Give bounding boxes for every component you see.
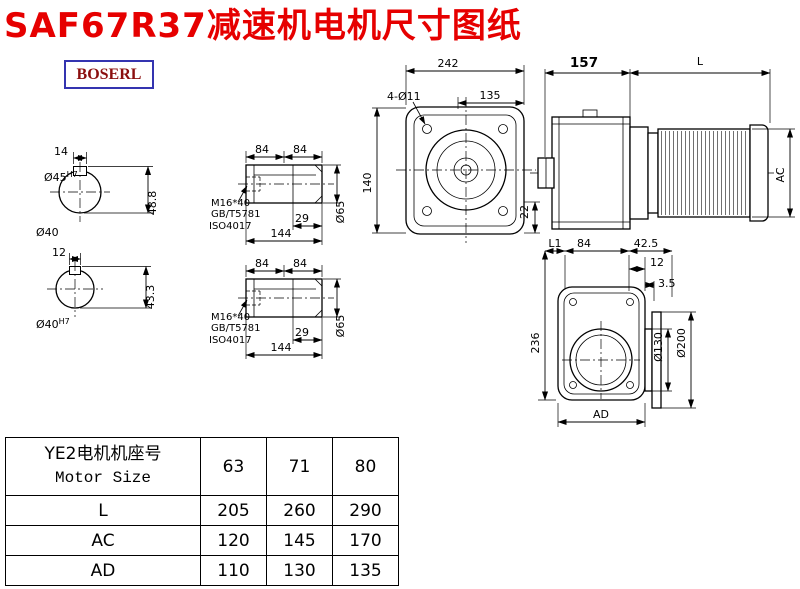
label-outer-dia-1: Ø40: [36, 226, 59, 239]
dim-rear-width: 84: [577, 237, 591, 250]
motor-size-label-en: Motor Size: [54, 469, 151, 488]
motor-dimension-table: YE2电机机座号 Motor Size 63 71 80 L 205 260 2…: [5, 437, 399, 586]
dim-bolt-circle: Ø130: [652, 332, 665, 362]
view-side: 157 L AC: [530, 55, 795, 230]
dim-seg2-2: 84: [293, 257, 307, 270]
view-rear: L1 84 42.5 12 3.5 236 Ø130 Ø200 AD: [529, 237, 696, 427]
value-AD-63: 110: [200, 555, 267, 586]
view-front: 242 135 4-Ø11 140 22: [361, 57, 540, 243]
table-header-row: YE2电机机座号 Motor Size 63 71 80: [5, 437, 399, 496]
dim-l1: L1: [548, 237, 561, 250]
page-title: SAF67R37减速机电机尺寸图纸: [4, 6, 522, 46]
view-shaft-end-1: 14 Ø45H7 48.8 Ø40: [36, 145, 159, 239]
dim-motor-len: L: [697, 55, 704, 68]
label-std2-1: ISO4017: [209, 221, 252, 232]
frame-size-80: 80: [332, 437, 399, 496]
value-AC-71: 145: [266, 525, 333, 556]
dim-key-width-2: 12: [52, 246, 66, 259]
dim-bore-depth-2: 43.3: [144, 285, 157, 310]
label-std2-2: ISO4017: [209, 335, 252, 346]
dim-step2: 3.5: [658, 277, 676, 290]
dim-total-len-1: 144: [271, 227, 292, 240]
dim-flange-len: 42.5: [634, 237, 659, 250]
dim-dia-1: Ø65: [334, 201, 347, 224]
row-label-AD: AD: [5, 555, 201, 586]
dim-housing-len: 157: [570, 55, 598, 71]
dim-key-len-1: 29: [295, 212, 309, 225]
label-std1-1: GB/T5781: [211, 209, 261, 220]
row-label-L: L: [5, 495, 201, 526]
value-L-71: 260: [266, 495, 333, 526]
dim-motor-height: AC: [774, 167, 787, 182]
dim-key-len-2: 29: [295, 326, 309, 339]
dim-flange-dia: Ø200: [675, 328, 688, 358]
dim-seg1-2: 84: [255, 257, 269, 270]
dim-dia-2: Ø65: [334, 315, 347, 338]
dim-bore-depth-1: 48.8: [146, 191, 159, 216]
table-row-L: L 205 260 290: [5, 495, 399, 526]
motor-size-header-cell: YE2电机机座号 Motor Size: [5, 437, 201, 496]
technical-drawing: 14 Ø45H7 48.8 Ø40 12 Ø40H7 43.3: [36, 55, 795, 427]
label-std1-2: GB/T5781: [211, 323, 261, 334]
dim-overall-width: 242: [438, 57, 459, 70]
dim-ad: AD: [593, 408, 609, 421]
value-AD-80: 135: [332, 555, 399, 586]
frame-size-71: 71: [266, 437, 333, 496]
dim-key-width-1: 14: [54, 145, 68, 158]
label-thread-1: M16*40: [211, 198, 250, 209]
value-AC-63: 120: [200, 525, 267, 556]
view-shaft-end-2: 12 Ø40H7 43.3: [36, 246, 157, 331]
view-shaft-side-1: 84 84 29 144 Ø65 M16*40 GB/T5781 ISO4017: [209, 143, 347, 245]
view-shaft-side-2: 84 84 29 144 Ø65 M16*40 GB/T5781 ISO4017: [209, 257, 347, 359]
logo-text: BOSERL: [76, 65, 142, 83]
label-bore-2: Ø40H7: [36, 317, 70, 331]
label-thread-2: M16*40: [211, 312, 250, 323]
boserl-logo: BOSERL: [64, 60, 154, 89]
dim-step1: 12: [650, 256, 664, 269]
label-bolt-holes: 4-Ø11: [387, 90, 421, 103]
motor-size-label-cn: YE2电机机座号: [44, 444, 162, 465]
table-row-AC: AC 120 145 170: [5, 525, 399, 556]
dim-rear-height: 236: [529, 333, 542, 354]
dim-bolt-spacing: 135: [480, 89, 501, 102]
dim-offset: 22: [518, 205, 531, 219]
value-AD-71: 130: [266, 555, 333, 586]
value-L-63: 205: [200, 495, 267, 526]
label-bore-1: Ø45H7: [44, 170, 78, 184]
dim-seg2-1: 84: [293, 143, 307, 156]
dim-total-len-2: 144: [271, 341, 292, 354]
frame-size-63: 63: [200, 437, 267, 496]
dim-height: 140: [361, 173, 374, 194]
row-label-AC: AC: [5, 525, 201, 556]
dim-seg1-1: 84: [255, 143, 269, 156]
value-AC-80: 170: [332, 525, 399, 556]
table-row-AD: AD 110 130 135: [5, 555, 399, 586]
value-L-80: 290: [332, 495, 399, 526]
